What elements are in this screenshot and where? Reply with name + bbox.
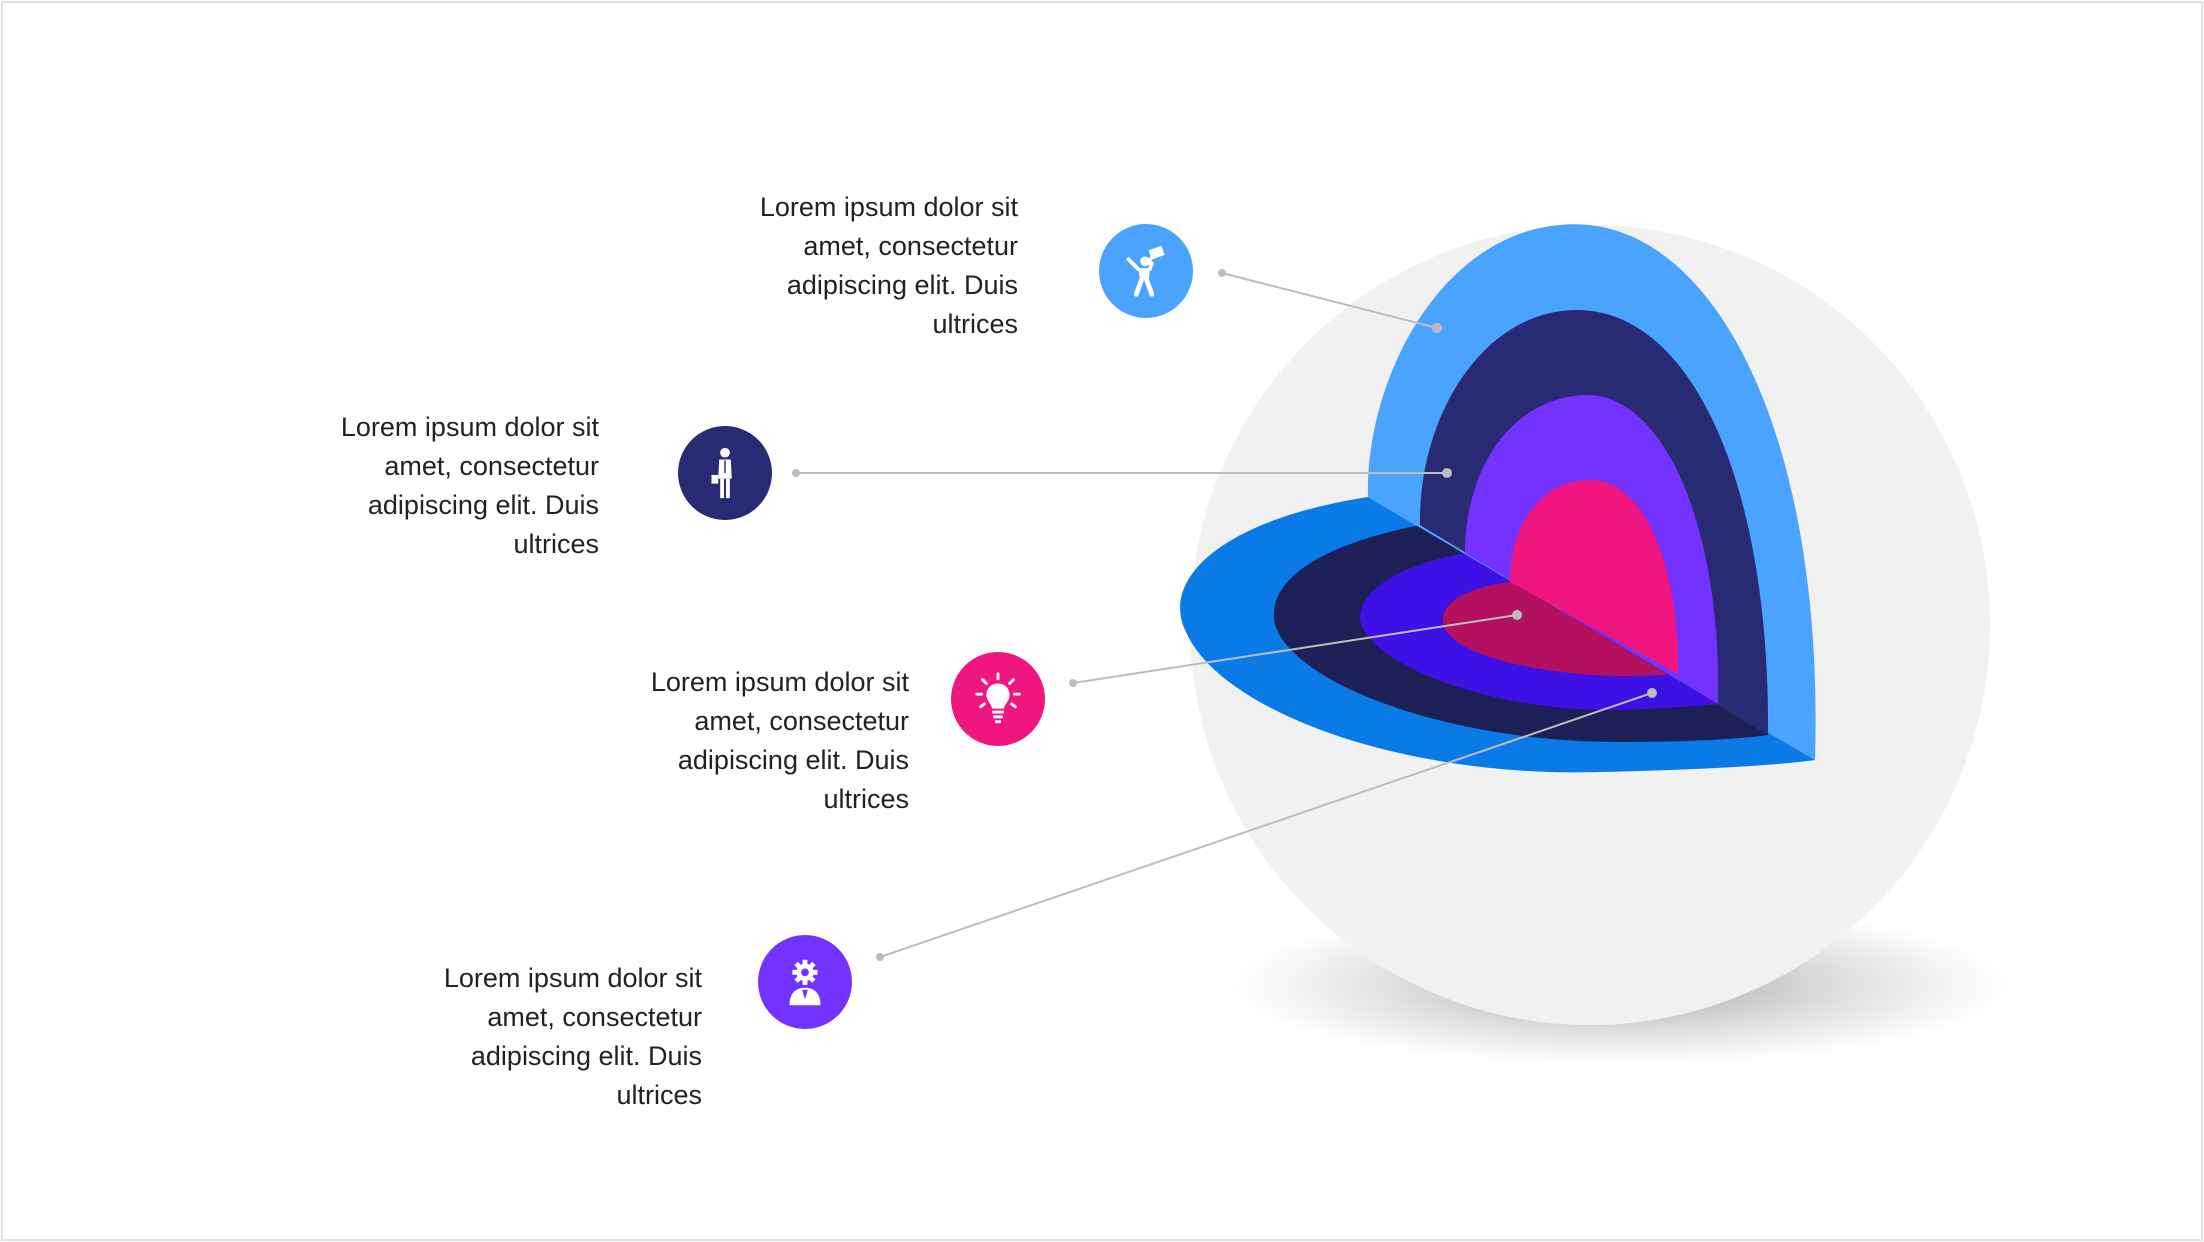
leader-dot-2a [792, 469, 800, 477]
callout-text-4: Lorem ipsum dolor sit amet, consectetur … [443, 963, 702, 1110]
leader-dot-4b [1647, 688, 1657, 698]
leader-dot-3b [1512, 610, 1522, 620]
leader-dot-4a [876, 953, 884, 961]
leader-line-1 [1221, 272, 1438, 329]
callout-text-2: Lorem ipsum dolor sit amet, consectetur … [340, 412, 599, 559]
leader-dot-1a [1218, 269, 1226, 277]
lightbulb-icon [975, 672, 1021, 724]
badge-4 [758, 935, 852, 1029]
vertical-face-core [1510, 480, 1679, 674]
leader-dot-1b [1432, 323, 1442, 333]
badge-2 [678, 426, 772, 520]
badge-3 [951, 652, 1045, 746]
callout-text-3: Lorem ipsum dolor sit amet, consectetur … [650, 667, 909, 814]
businessman-icon [711, 447, 732, 499]
badge-1 [1099, 224, 1193, 318]
callout-text-1: Lorem ipsum dolor sit amet, consectetur … [759, 192, 1018, 339]
cut-face-core [1442, 582, 1678, 676]
leader-line-3 [1072, 614, 1518, 684]
leader-line-4 [879, 692, 1653, 958]
celebrating-person-icon [1126, 245, 1165, 297]
worker-gear-icon [789, 959, 821, 1006]
leader-dot-3a [1069, 679, 1077, 687]
leader-dot-2b [1442, 468, 1452, 478]
